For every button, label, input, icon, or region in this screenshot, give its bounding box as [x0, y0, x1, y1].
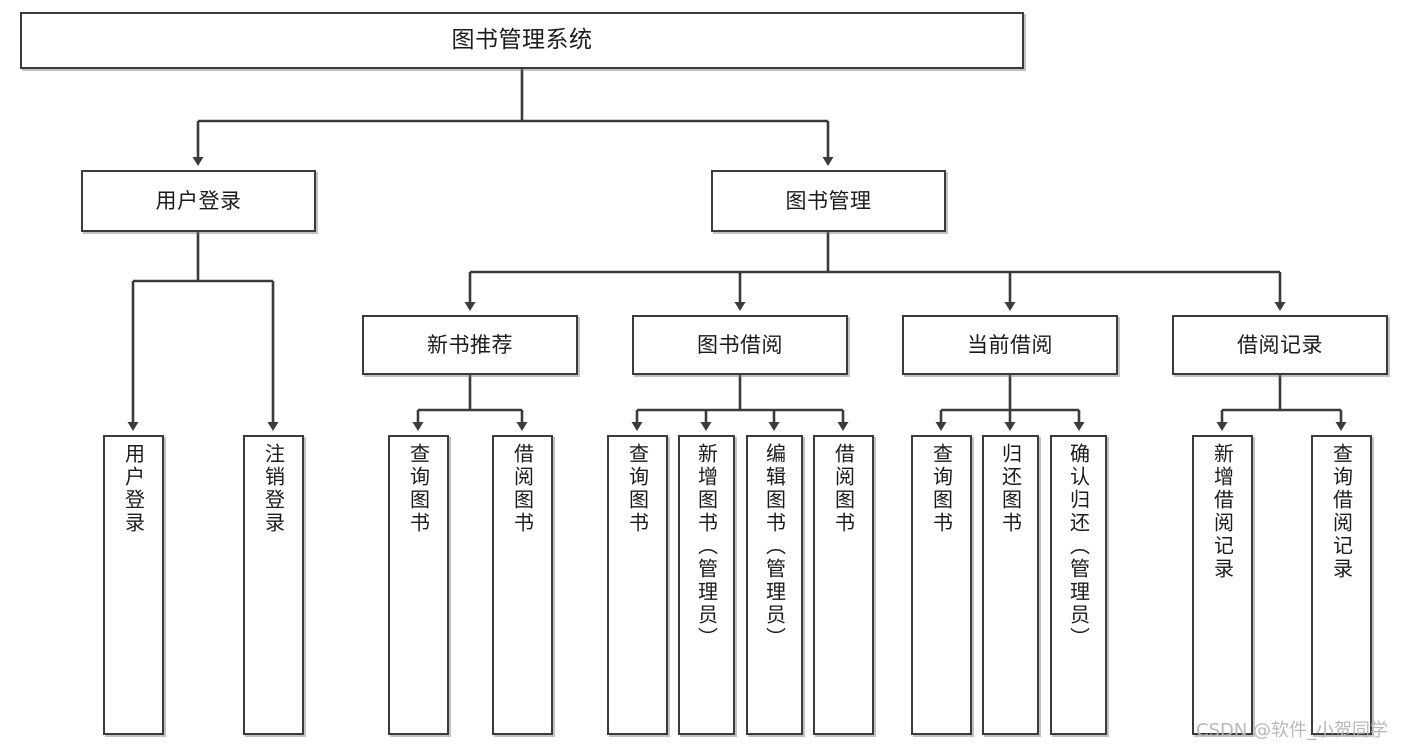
leaf-current-borrow-confirm-admin[interactable]: 确认归还（管理员）: [1050, 435, 1107, 735]
leaf-book-borrow-query[interactable]: 查询图书: [607, 435, 668, 735]
node-borrow-record[interactable]: 借阅记录: [1172, 315, 1388, 375]
node-root-system[interactable]: 图书管理系统: [20, 12, 1024, 69]
leaf-book-borrow-add-admin[interactable]: 新增图书（管理员）: [678, 435, 735, 735]
node-label: 查询图书: [406, 443, 431, 535]
leaf-user-login-login[interactable]: 用户登录: [103, 435, 164, 735]
node-label: 用户登录: [121, 443, 146, 535]
node-book-borrow[interactable]: 图书借阅: [632, 315, 848, 375]
node-label: 新增借阅记录: [1210, 443, 1235, 581]
node-label: 借阅记录: [1237, 332, 1323, 357]
leaf-new-book-borrow[interactable]: 借阅图书: [492, 435, 553, 735]
node-label: 图书管理系统: [451, 26, 593, 53]
node-user-login[interactable]: 用户登录: [81, 170, 316, 232]
leaf-current-borrow-query[interactable]: 查询图书: [911, 435, 972, 735]
node-new-book-recommend[interactable]: 新书推荐: [362, 315, 578, 375]
watermark-text: CSDN @软件_小贺同学: [1196, 720, 1389, 741]
node-label: 查询图书: [929, 443, 954, 535]
node-current-borrow[interactable]: 当前借阅: [902, 315, 1118, 375]
node-label: 归还图书: [998, 443, 1023, 535]
leaf-borrow-record-add[interactable]: 新增借阅记录: [1192, 435, 1253, 735]
node-label: 当前借阅: [967, 332, 1053, 357]
node-label: 图书管理: [785, 188, 872, 213]
leaf-borrow-record-query[interactable]: 查询借阅记录: [1311, 435, 1372, 735]
node-label: 用户登录: [155, 188, 242, 213]
node-label: 注销登录: [261, 443, 286, 535]
node-label: 新书推荐: [427, 332, 513, 357]
node-book-management[interactable]: 图书管理: [711, 170, 946, 232]
node-label: 新增图书（管理员）: [694, 443, 719, 650]
node-label: 确认归还（管理员）: [1066, 443, 1091, 650]
leaf-book-borrow-borrow[interactable]: 借阅图书: [813, 435, 874, 735]
node-label: 借阅图书: [831, 443, 856, 535]
node-label: 查询图书: [625, 443, 650, 535]
leaf-new-book-query[interactable]: 查询图书: [388, 435, 449, 735]
leaf-current-borrow-return[interactable]: 归还图书: [982, 435, 1039, 735]
node-label: 借阅图书: [510, 443, 535, 535]
leaf-user-login-logout[interactable]: 注销登录: [243, 435, 304, 735]
node-label: 查询借阅记录: [1329, 443, 1354, 581]
node-label: 图书借阅: [697, 332, 783, 357]
node-label: 编辑图书（管理员）: [762, 443, 787, 650]
leaf-book-borrow-edit-admin[interactable]: 编辑图书（管理员）: [746, 435, 803, 735]
